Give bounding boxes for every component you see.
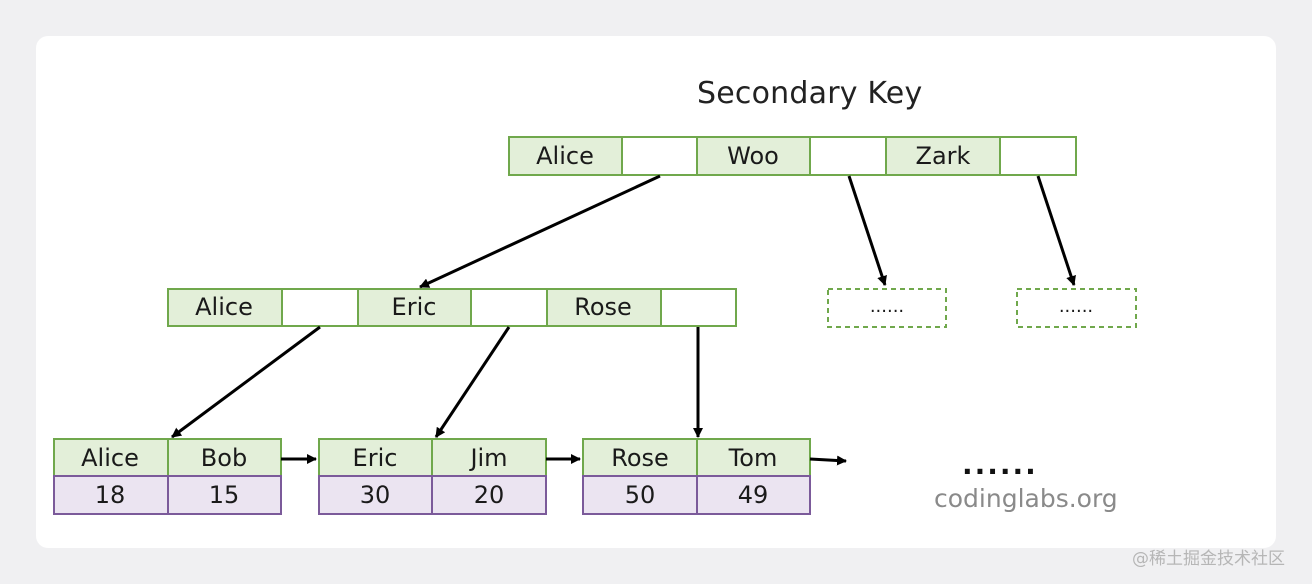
root-pointer-cell <box>999 136 1077 176</box>
root-key-label: Zark <box>916 142 971 170</box>
root-key-cell <box>885 136 1001 176</box>
leaf-key-cell <box>431 438 547 477</box>
leaf-link-arrow <box>809 455 847 466</box>
leaf-value-label: 15 <box>209 481 240 509</box>
pointer-arrow <box>1036 175 1076 286</box>
pointer-arrow <box>847 175 887 286</box>
leaf-node: Eric Jim 30 20 <box>318 438 547 515</box>
leaf-key-label: Jim <box>468 444 507 472</box>
root-node: Alice Woo Zark <box>508 136 1077 176</box>
leaf-value-cell <box>696 475 811 515</box>
placeholder-label: ...... <box>1059 296 1093 317</box>
watermark-text: @稀土掘金技术社区 <box>1132 549 1285 569</box>
internal-pointer-cell <box>660 288 737 327</box>
leaf-value-cell <box>53 475 169 515</box>
placeholder-node: ...... <box>1016 288 1137 328</box>
leaf-value-label: 49 <box>738 481 769 509</box>
leaf-node: Rose Tom 50 49 <box>582 438 811 515</box>
leaf-value-cell <box>318 475 433 515</box>
root-pointer-cell <box>809 136 887 176</box>
leaf-value-label: 30 <box>360 481 391 509</box>
root-key-label: Woo <box>727 142 779 170</box>
leaf-key-label: Bob <box>201 444 247 472</box>
leaf-value-label: 18 <box>95 481 126 509</box>
leaf-value-cell <box>167 475 282 515</box>
leaf-key-label: Rose <box>611 444 669 472</box>
placeholder-label: ...... <box>870 296 904 317</box>
internal-key-label: Eric <box>392 293 437 321</box>
leaf-key-label: Eric <box>353 444 398 472</box>
internal-key-cell <box>357 288 472 327</box>
placeholder-node: ...... <box>827 288 947 328</box>
leaf-node: Alice Bob 18 15 <box>53 438 282 515</box>
leaf-value-label: 50 <box>625 481 656 509</box>
leaf-value-label: 20 <box>474 481 505 509</box>
root-key-label: Alice <box>536 142 594 170</box>
leaf-value-cell <box>431 475 547 515</box>
more-leaves-marker: ...... <box>962 448 1038 481</box>
leaf-key-label: Alice <box>81 444 139 472</box>
internal-node: Alice Eric Rose <box>167 288 737 327</box>
leaf-key-cell <box>696 438 811 477</box>
leaf-key-cell <box>582 438 698 477</box>
internal-key-cell <box>546 288 662 327</box>
leaf-value-cell <box>582 475 698 515</box>
pointer-arrow <box>419 174 661 289</box>
internal-pointer-cell <box>281 288 359 327</box>
internal-key-label: Rose <box>574 293 632 321</box>
diagram-title: Secondary Key <box>697 76 923 111</box>
pointer-arrow <box>171 325 321 439</box>
leaf-key-label: Tom <box>728 444 778 472</box>
internal-key-label: Alice <box>195 293 253 321</box>
root-key-cell <box>508 136 623 176</box>
internal-pointer-cell <box>470 288 548 327</box>
pointer-arrow <box>434 326 511 438</box>
site-credit: codinglabs.org <box>934 484 1118 513</box>
root-pointer-cell <box>621 136 698 176</box>
internal-key-cell <box>167 288 283 327</box>
leaf-key-cell <box>318 438 433 477</box>
